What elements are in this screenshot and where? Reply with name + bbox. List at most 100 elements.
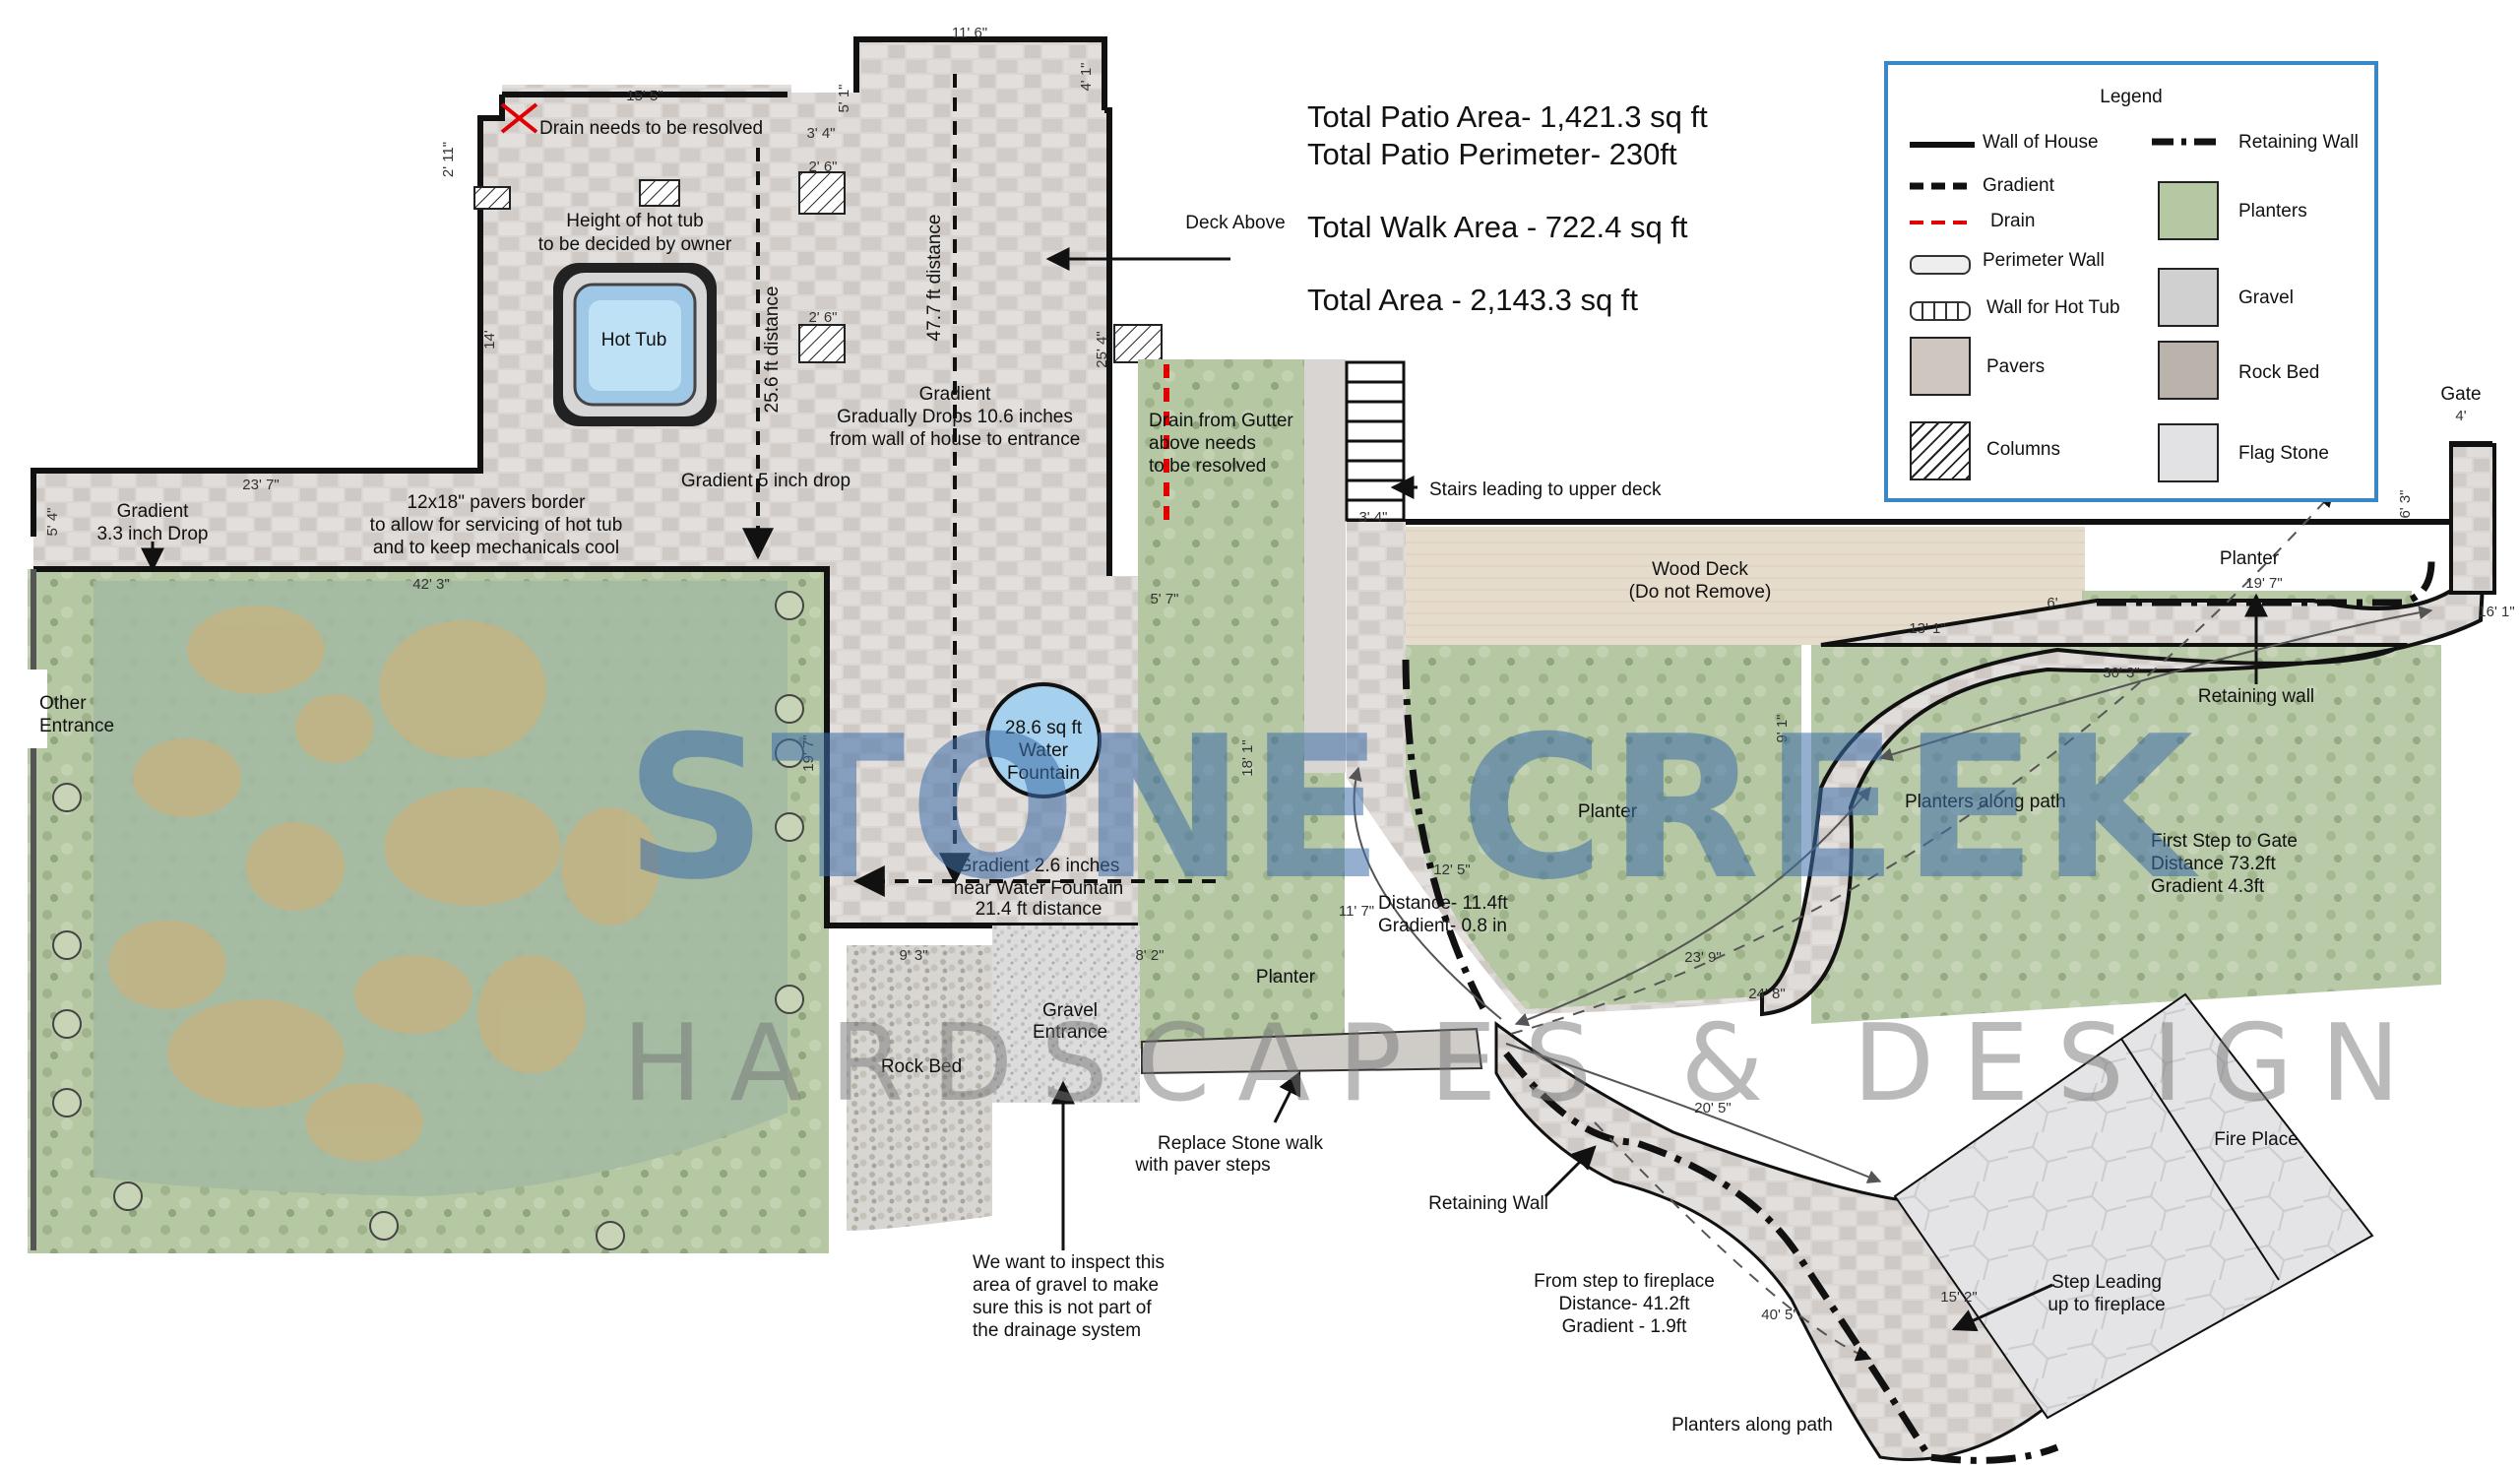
- walk-area: Total Walk Area - 722.4 sq ft: [1307, 210, 1688, 244]
- gate-label: Gate: [2440, 384, 2481, 405]
- fountain-1: 28.6 sq ft: [1005, 718, 1083, 738]
- legend-wall-for-hot-tub: Wall for Hot Tub: [1986, 297, 2120, 318]
- stone-walk-steps: [1141, 1027, 1483, 1075]
- dim-5-7: 5' 7": [1150, 591, 1178, 607]
- area-stats: Total Patio Area- 1,421.3 sq ft Total Pa…: [1307, 98, 1708, 319]
- inspect-3: sure this is not part of: [973, 1298, 1152, 1318]
- dim-11-6: 11' 6": [952, 25, 987, 41]
- pavers-swatch: [1910, 337, 1971, 396]
- drain-x-icon: [500, 102, 538, 134]
- inspect-4: the drainage system: [973, 1320, 1141, 1341]
- legend-flag-stone: Flag Stone: [2238, 443, 2329, 464]
- dim-4-1: 4' 1": [1078, 62, 1095, 91]
- rock-bed-swatch: [2158, 341, 2219, 400]
- step-leading-2: up to fireplace: [2048, 1295, 2165, 1315]
- legend-gravel: Gravel: [2238, 287, 2294, 308]
- planter-center-label: Planter: [1578, 801, 1638, 822]
- dim-16-1: 16' 1": [2478, 604, 2514, 620]
- wall-of-house-swatch: [1910, 142, 1975, 148]
- pavers-border-2: to allow for servicing of hot tub: [370, 515, 623, 536]
- wood-deck-2: (Do not Remove): [1629, 582, 1772, 603]
- gradient-5: Gradient 5 inch drop: [681, 471, 850, 491]
- gravel-swatch: [2158, 268, 2219, 327]
- legend-perimeter-wall: Perimeter Wall: [1983, 250, 2105, 271]
- dim-14: 14': [481, 330, 498, 350]
- first-step-2: Distance 73.2ft: [2151, 854, 2276, 874]
- dim-9-1: 9' 1": [1774, 714, 1791, 742]
- legend: Legend Wall of House Retaining Wall Grad…: [1884, 61, 2378, 502]
- hot-tub: [553, 263, 717, 426]
- columns-swatch: [1910, 421, 1971, 480]
- fire-place-label: Fire Place: [2214, 1129, 2299, 1150]
- gutter-2: above needs: [1149, 433, 1256, 454]
- hot-tub-wall-swatch: [1910, 301, 1971, 321]
- watermark-brand: STONE CREEK: [625, 694, 2198, 924]
- other-entrance-1: Other: [39, 693, 87, 714]
- legend-rock-bed: Rock Bed: [2238, 362, 2320, 383]
- dim-2-11: 2' 11": [440, 142, 457, 177]
- hot-tub-label: Hot Tub: [601, 330, 667, 351]
- dim-3-4b: 3' 4": [1358, 509, 1387, 526]
- first-step-3: Gradient 4.3ft: [2151, 876, 2265, 897]
- solid-arrows: [141, 247, 2268, 1332]
- plan-labels: Drain needs to be resolved Height of hot…: [39, 118, 2482, 1436]
- replace-2: with paver steps: [1134, 1155, 1270, 1176]
- dist-114-1: Distance- 11.4ft: [1378, 893, 1508, 914]
- columns: [473, 171, 1163, 363]
- gutter-3: to be resolved: [1149, 456, 1266, 477]
- legend-wall-of-house: Wall of House: [1983, 132, 2099, 153]
- dim-11-7: 11' 7": [1339, 903, 1374, 920]
- fireplace-walk: [1494, 1021, 2060, 1461]
- dim-13-1: 13' 1": [1909, 620, 1945, 637]
- step-fp-1: From step to fireplace: [1534, 1271, 1715, 1292]
- gradient-main-1: Gradient: [919, 384, 992, 405]
- gradient-fountain-3: 21.4 ft distance: [976, 899, 1102, 920]
- legend-gradient: Gradient: [1983, 175, 2054, 196]
- rock-bed: [847, 945, 992, 1231]
- hot-tub-height-1: Height of hot tub: [566, 211, 703, 231]
- dist-114-2: Gradient- 0.8 in: [1378, 916, 1507, 936]
- planter-top: Planter: [2220, 548, 2280, 569]
- border-shrubs: [52, 591, 804, 1250]
- deck-above: Deck Above: [1185, 213, 1285, 233]
- dim-23-7: 23' 7": [242, 477, 279, 493]
- flag-stone-swatch: [2158, 423, 2219, 482]
- legend-retaining-wall: Retaining Wall: [2238, 132, 2359, 153]
- gravel-entrance: [992, 925, 1140, 1103]
- step-fp-2: Distance- 41.2ft: [1558, 1294, 1690, 1314]
- dim-30-3: 30' 3": [2103, 665, 2139, 681]
- stairs-label: Stairs leading to upper deck: [1429, 479, 1662, 500]
- gradient-fountain-2: near Water Fountain: [954, 878, 1124, 899]
- gradient-main-3: from wall of house to entrance: [830, 429, 1081, 450]
- gravel-1: Gravel: [1042, 1000, 1098, 1021]
- gradient-swatch: [1910, 182, 1975, 190]
- gradient-left-2: 3.3 inch Drop: [96, 524, 208, 544]
- retaining-wall-swatch: [2152, 138, 2223, 146]
- dim-15-2: 15' 2": [1940, 1289, 1977, 1306]
- legend-title: Legend: [2100, 87, 2163, 107]
- planters-path-1: Planters along path: [1905, 792, 2066, 812]
- dim-6: 6': [2047, 595, 2057, 611]
- other-entrance-2: Entrance: [39, 716, 114, 736]
- legend-drain: Drain: [1990, 211, 2036, 231]
- fireplace-flagstone: [1893, 992, 2374, 1420]
- dim-24-8: 24' 8": [1748, 986, 1785, 1002]
- step-leading-1: Step Leading: [2051, 1272, 2162, 1293]
- retaining-wall-bottom: Retaining Wall: [1428, 1193, 1548, 1214]
- hot-tub-height-2: to be decided by owner: [538, 234, 732, 255]
- drain-swatch: [1910, 221, 1975, 224]
- water-fountain: [985, 682, 1102, 798]
- dim-15-5: 15' 5": [626, 88, 662, 104]
- dim-6-3: 6' 3": [2397, 489, 2414, 518]
- first-step-1: First Step to Gate: [2151, 831, 2298, 852]
- dim-42-3: 42' 3": [412, 576, 449, 593]
- replace-1: Replace Stone walk: [1158, 1133, 1323, 1154]
- dimension-labels: 11' 6" 15' 5" 2' 11" 4' 1" 5' 1" 3' 4" 2…: [44, 25, 2515, 1323]
- total-area: Total Area - 2,143.3 sq ft: [1307, 283, 1639, 317]
- gate-pavers: [2449, 443, 2496, 595]
- pavers-border-1: 12x18" pavers border: [407, 492, 586, 513]
- dim-23-9: 23' 9": [1684, 949, 1721, 966]
- drain-note: Drain needs to be resolved: [539, 118, 763, 139]
- gradient-arrows: [742, 74, 1216, 897]
